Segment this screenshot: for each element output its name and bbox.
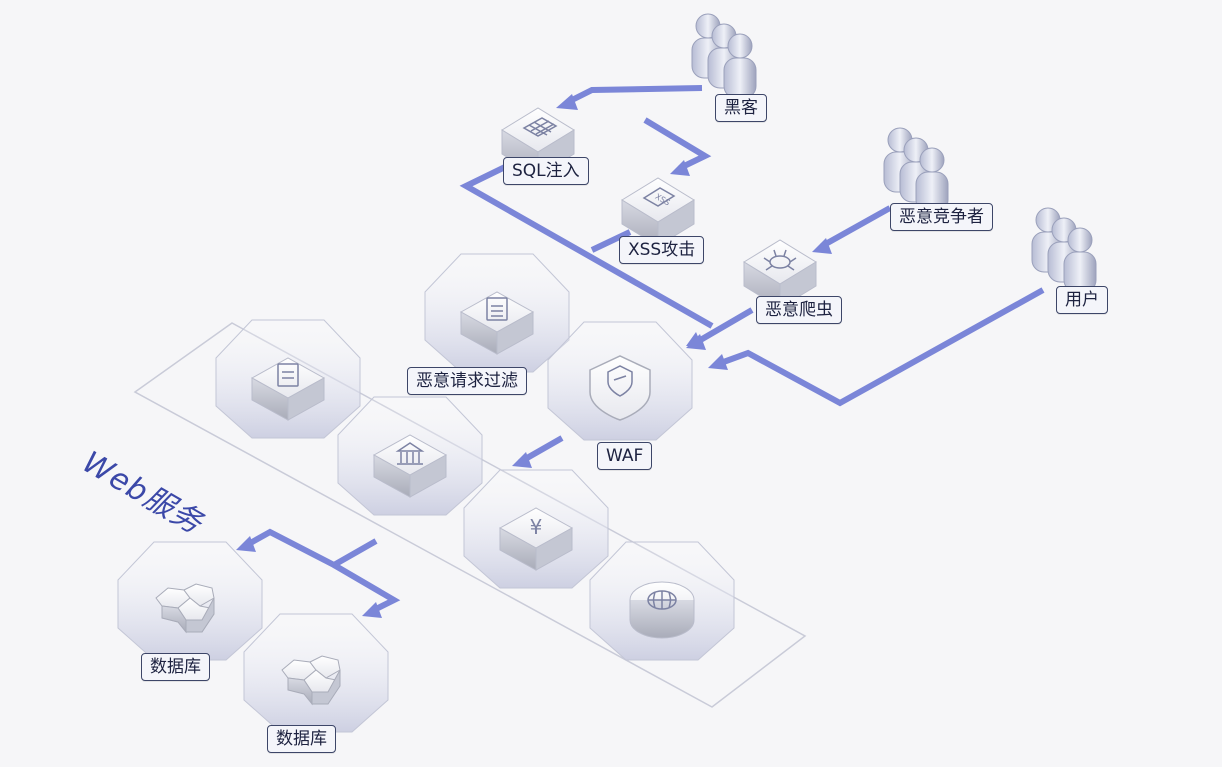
bug-icon [763, 249, 797, 271]
server-icon [277, 363, 299, 387]
database-hex-icon [281, 655, 341, 706]
flow-arrowheads [236, 94, 832, 618]
service-finance-node: ¥ [463, 469, 609, 589]
document-filter-icon [486, 297, 508, 321]
flow-lines [243, 85, 1045, 615]
request-filter-node [424, 253, 570, 373]
web-service-zone [133, 322, 807, 708]
table-grid-icon [522, 117, 558, 137]
waf-label: WAF [597, 442, 653, 470]
database-node-1 [117, 541, 263, 661]
competitor-figures [883, 127, 949, 213]
globe-icon [647, 590, 677, 610]
xss-attack-node: XSS [621, 177, 695, 247]
bank-icon [395, 442, 425, 465]
sql-injection-label: SQL注入 [503, 157, 589, 185]
request-filter-label: 恶意请求过滤 [407, 367, 527, 395]
xss-attack-label: XSS攻击 [619, 236, 705, 264]
database-hex-icon [155, 583, 215, 634]
service-web-node [589, 541, 735, 661]
hacker-label: 黑客 [715, 94, 767, 122]
waf-node [547, 321, 693, 441]
service-server-node-1 [215, 319, 361, 439]
database-label-2: 数据库 [267, 725, 336, 753]
service-server-node-2 [337, 396, 483, 516]
database-node-2 [243, 613, 389, 733]
hacker-figures [691, 13, 757, 99]
database-label-1: 数据库 [141, 653, 210, 681]
user-label: 用户 [1056, 286, 1108, 314]
user-figures [1031, 207, 1097, 293]
malicious-crawler-label: 恶意爬虫 [756, 296, 842, 324]
competitor-label: 恶意竞争者 [890, 203, 993, 231]
shield-icon [607, 365, 633, 397]
yen-icon: ¥ [530, 515, 543, 539]
